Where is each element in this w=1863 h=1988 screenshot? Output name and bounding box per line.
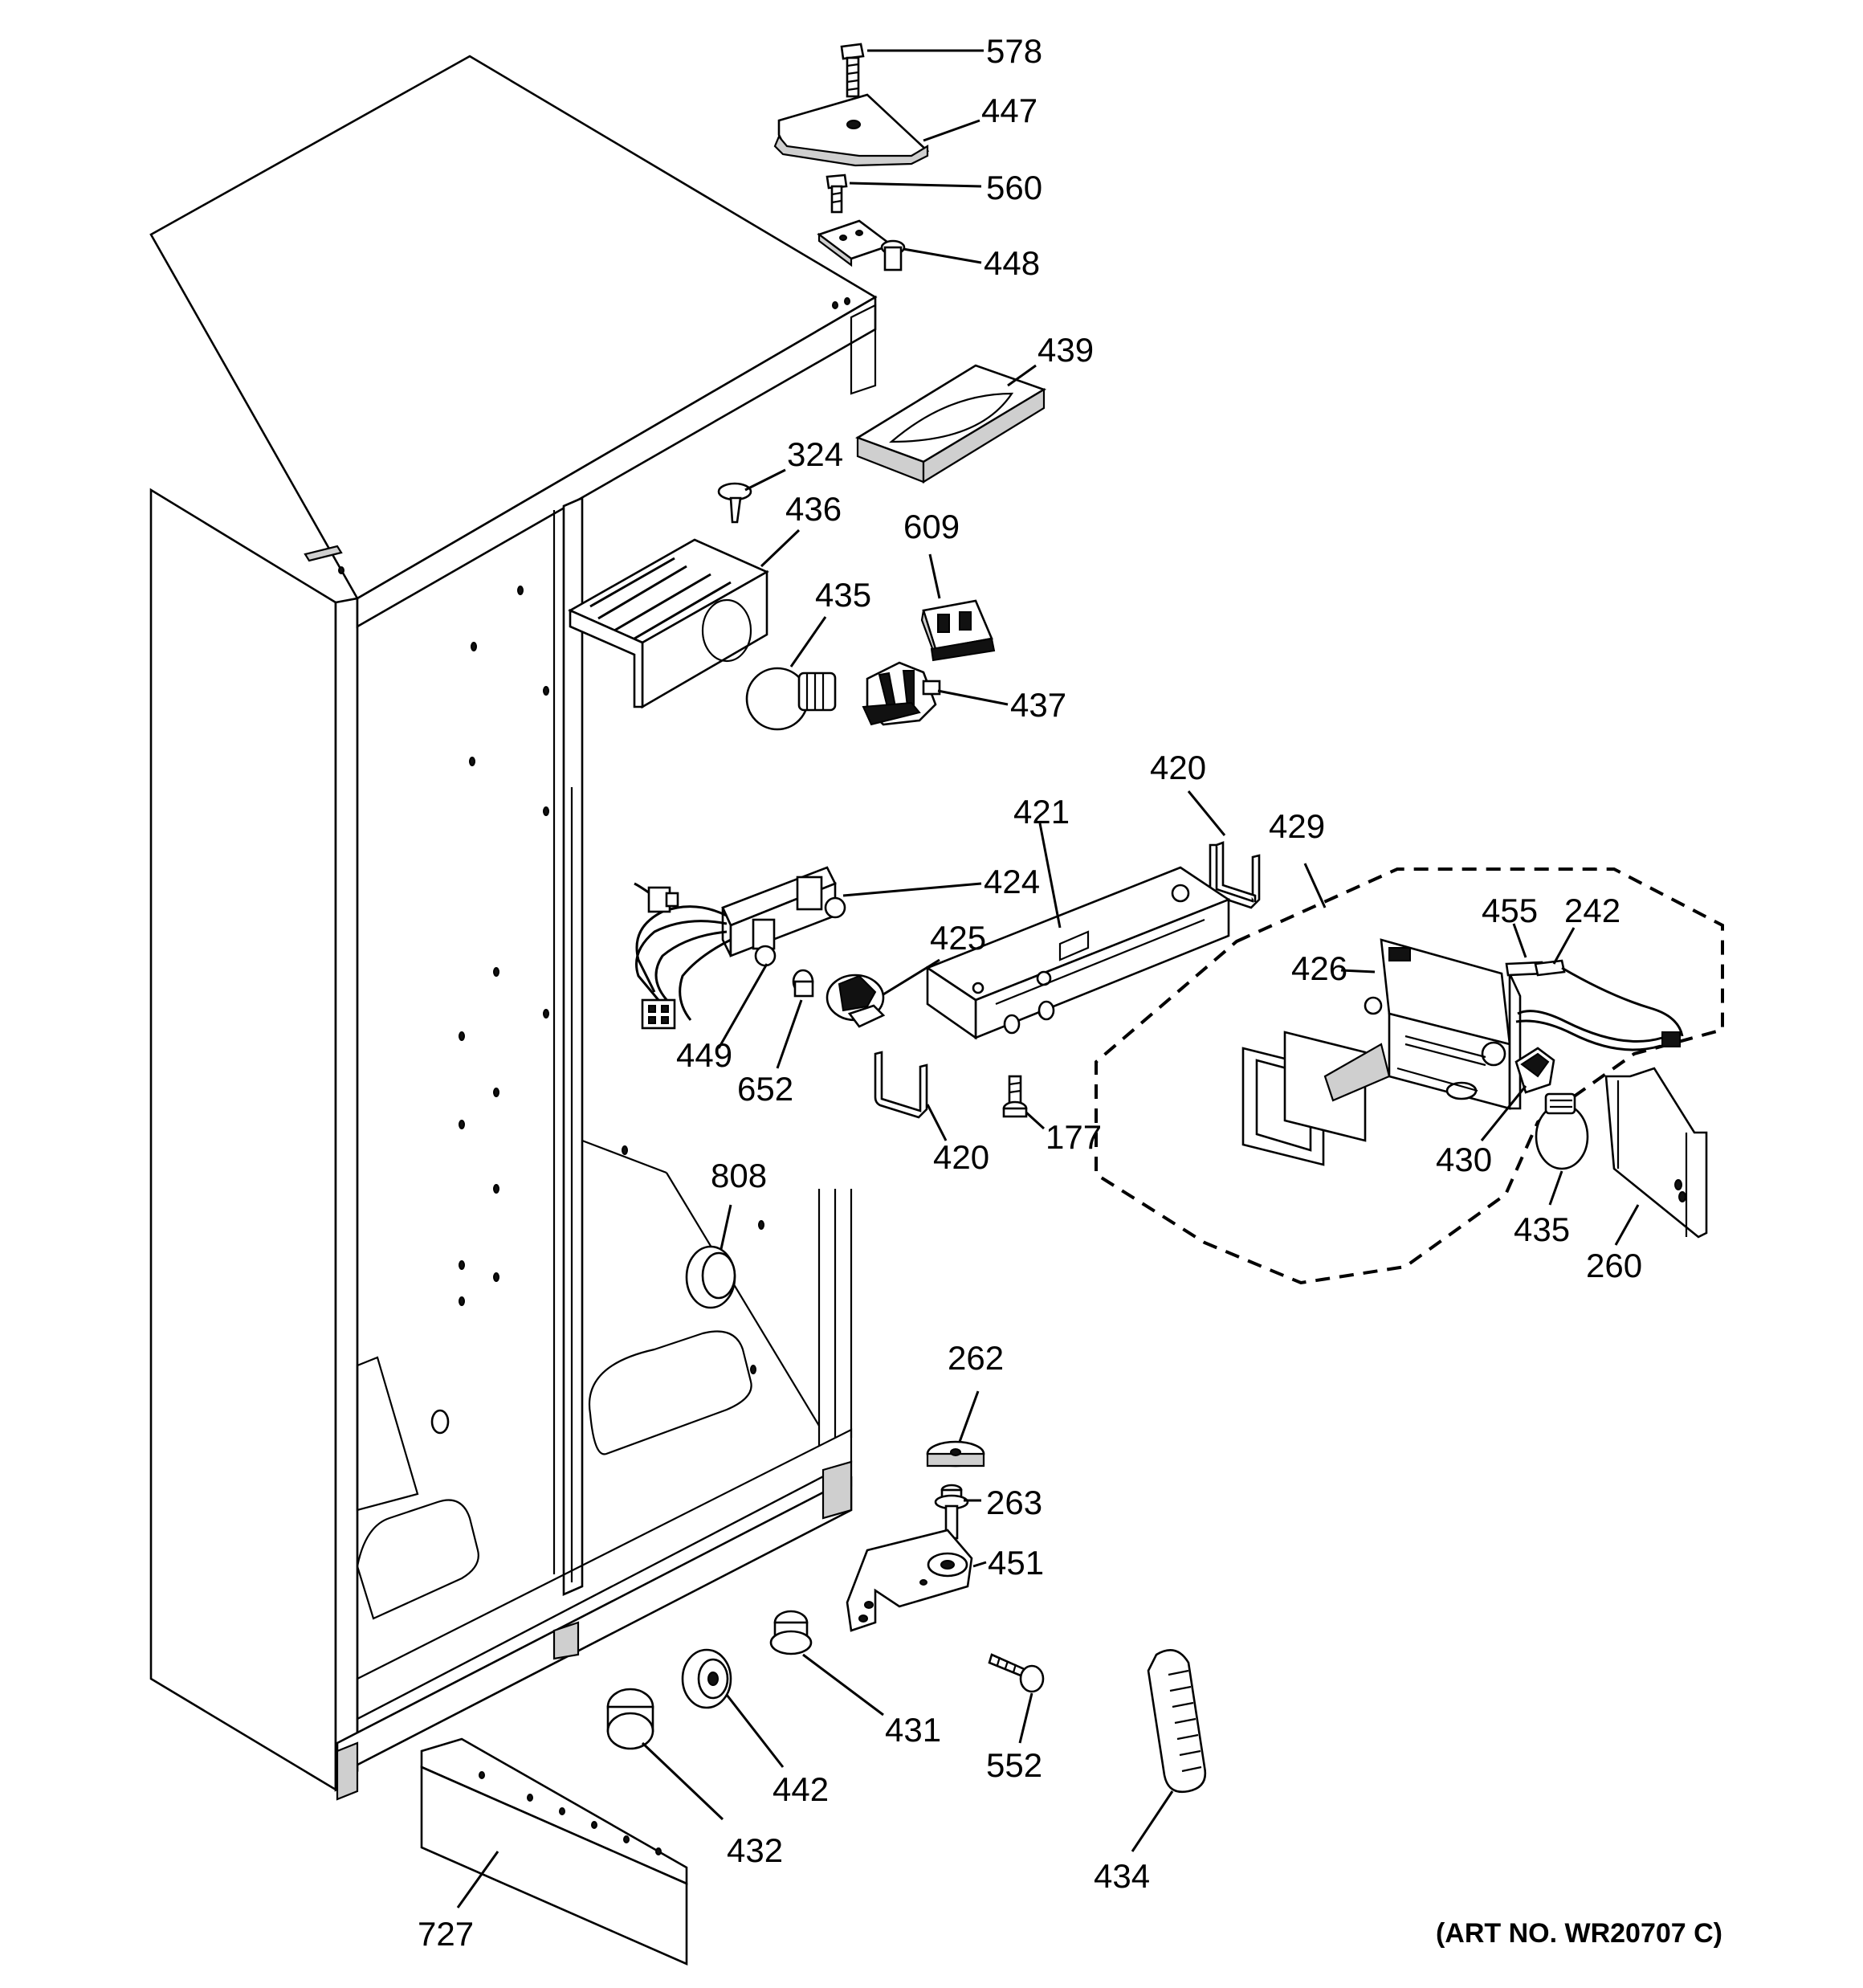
screw-552	[988, 1653, 1045, 1693]
light-shield-439	[855, 364, 1047, 484]
spacer-432	[606, 1688, 654, 1750]
leader-lines	[456, 49, 1640, 1908]
control-assembly-424	[634, 866, 846, 1030]
light-housing-426	[1241, 938, 1522, 1166]
callout-437: 437	[1010, 686, 1066, 724]
harness-242	[1515, 959, 1684, 1051]
light-socket-437	[862, 661, 941, 726]
light-bulb-435-kit	[1535, 1092, 1589, 1170]
callout-420-top: 420	[1150, 749, 1206, 786]
control-housing-421	[925, 866, 1231, 1040]
callout-420-bottom: 420	[933, 1138, 989, 1176]
callout-242: 242	[1564, 892, 1620, 929]
push-pin-324	[717, 482, 752, 524]
callout-425: 425	[930, 919, 986, 957]
top-hinge-448	[817, 219, 906, 271]
callout-177: 177	[1046, 1118, 1102, 1156]
callout-435-top: 435	[815, 576, 871, 614]
callout-609: 609	[903, 508, 960, 545]
grille-434	[1147, 1649, 1207, 1794]
callout-432: 432	[727, 1831, 783, 1869]
callout-431: 431	[885, 1711, 941, 1749]
knob-insert-652	[792, 969, 814, 998]
callout-552: 552	[986, 1746, 1042, 1784]
screw-578	[840, 43, 865, 98]
cabinet-holes	[338, 297, 850, 1435]
callout-429: 429	[1269, 807, 1325, 845]
callout-436: 436	[785, 490, 842, 528]
callout-435-kit: 435	[1514, 1210, 1570, 1248]
screw-560	[826, 173, 848, 214]
callout-727: 727	[418, 1915, 474, 1953]
callout-560: 560	[986, 169, 1042, 206]
callout-263: 263	[986, 1484, 1042, 1521]
callout-260: 260	[1586, 1247, 1642, 1284]
light-bulb-435	[745, 667, 837, 731]
screw-177	[1002, 1075, 1028, 1118]
switch-609	[920, 599, 996, 662]
art-number: (ART NO. WR20707 C)	[1436, 1918, 1722, 1949]
callout-578: 578	[986, 32, 1042, 70]
callout-455: 455	[1482, 892, 1538, 929]
control-knob-425	[826, 974, 886, 1028]
callout-442: 442	[773, 1770, 829, 1808]
bottom-hinge-451	[846, 1529, 973, 1632]
light-housing-436	[568, 538, 769, 709]
callout-652: 652	[737, 1070, 793, 1108]
callout-labels: 578 447 560 448 439 324 436 435 609 437 …	[418, 32, 1642, 1953]
callout-430: 430	[1436, 1141, 1492, 1178]
callout-424: 424	[984, 863, 1040, 900]
plug-808	[685, 1245, 736, 1309]
cap-431	[769, 1610, 813, 1655]
hinge-cam-262	[926, 1440, 985, 1468]
guide-420-bottom	[874, 1051, 928, 1119]
light-cover-260	[1604, 1067, 1708, 1239]
refrigerator-cabinet	[149, 55, 878, 1801]
kit-outline-429	[1095, 867, 1724, 1285]
callout-451: 451	[988, 1544, 1044, 1582]
callout-449: 449	[676, 1036, 732, 1074]
callout-324: 324	[787, 435, 843, 473]
hinge-pin-263	[934, 1484, 969, 1540]
hinge-cover-447	[773, 93, 930, 167]
callout-808: 808	[711, 1157, 767, 1194]
toe-grille-727	[420, 1737, 688, 1966]
bushing-442	[681, 1648, 732, 1709]
callout-434: 434	[1094, 1857, 1150, 1895]
callout-448: 448	[984, 244, 1040, 282]
light-socket-430	[1514, 1047, 1555, 1094]
callout-262: 262	[948, 1339, 1004, 1377]
callout-439: 439	[1037, 331, 1094, 369]
callout-426: 426	[1291, 949, 1347, 987]
callout-421: 421	[1013, 793, 1070, 831]
callout-447: 447	[981, 92, 1037, 129]
